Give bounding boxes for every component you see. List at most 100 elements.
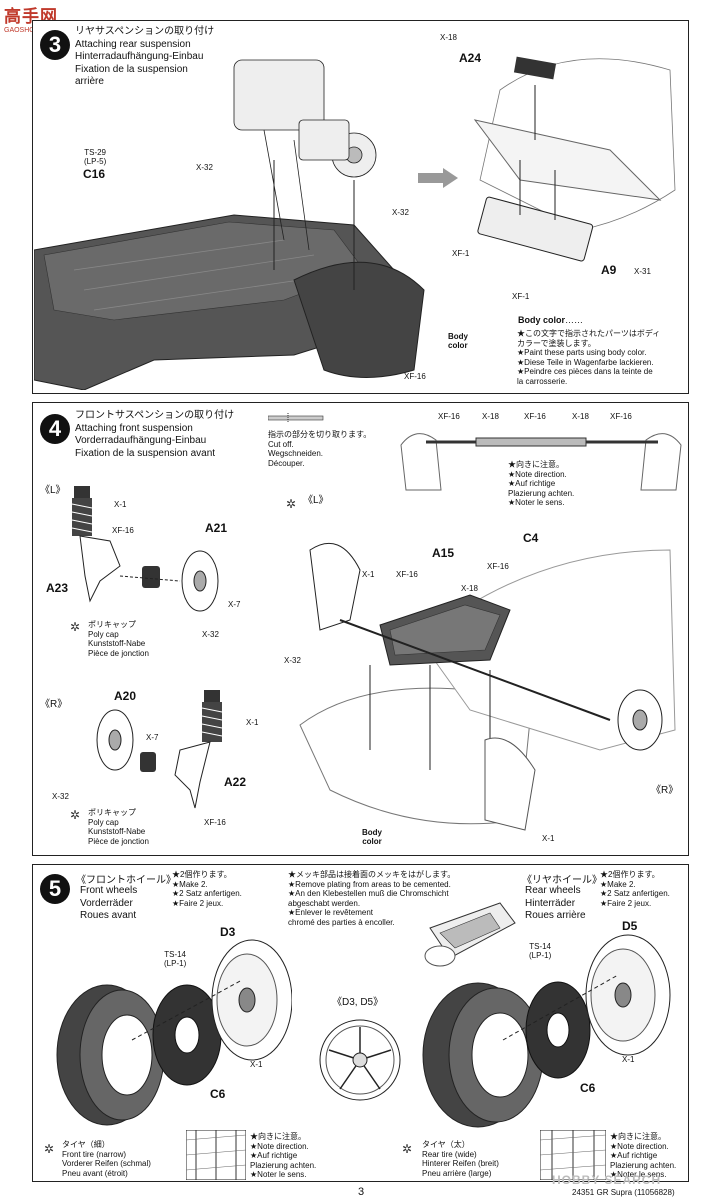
body-color-dots: …… — [565, 315, 584, 325]
front-chassis-drawing — [299, 542, 676, 831]
s4-xf16a: XF-16 — [112, 526, 134, 535]
s3-a24: A24 — [459, 51, 482, 65]
s5-x1a: X-1 — [250, 1060, 263, 1069]
front-wheel-drawing — [56, 939, 292, 1126]
cut-text: 指示の部分を切り取ります。 Cut off. Wegschneiden. Déc… — [268, 430, 372, 468]
s4-c4: C4 — [523, 531, 539, 545]
s5-x1b: X-1 — [622, 1055, 635, 1064]
tire-gear-icon-front: ✲ — [44, 1142, 55, 1156]
s4-x7b: X-7 — [146, 733, 159, 742]
footer-code: 24351 GR Supra (11056828) — [572, 1188, 675, 1197]
s3-xf16: XF-16 — [404, 372, 426, 381]
body-color-title: Body color — [518, 315, 566, 325]
s5-d3d5: 《D3, D5》 — [332, 997, 384, 1008]
s4-x1b: X-1 — [246, 718, 259, 727]
rear-make: ★2個作ります。 ★Make 2. ★2 Satz anfertigen. ★F… — [600, 870, 670, 908]
rear-tread-drawing — [540, 1130, 606, 1180]
s5-c6b: C6 — [580, 1081, 596, 1095]
s4-a15: A15 — [432, 546, 455, 560]
front-dir-text: ★向きに注意。 ★Note direction. ★Auf richtige P… — [250, 1132, 317, 1179]
tie-rod-drawing — [400, 433, 682, 491]
rear-chassis-drawing — [34, 59, 425, 390]
s4-x32a: X-32 — [202, 630, 219, 639]
step-4-title: フロントサスペンションの取り付け Attaching front suspens… — [75, 410, 235, 459]
body-color-text: ★この文字で指示されたパーツはボディ カラーで塗装します。 ★Paint the… — [517, 329, 661, 386]
tie-label-1: X-18 — [482, 412, 499, 421]
s3-x31: X-31 — [634, 267, 651, 276]
s4-a23: A23 — [46, 581, 69, 595]
page-number: 3 — [358, 1186, 365, 1198]
polycap-text-right: ポリキャップ Poly cap Kunststoff-Nabe Pièce de… — [88, 808, 149, 846]
s4-x1a: X-1 — [114, 500, 127, 509]
gear-icon-center: ✲ — [286, 497, 297, 511]
s3-x32a: X-32 — [196, 163, 213, 172]
s5-d3: D3 — [220, 925, 236, 939]
tie-label-3: X-18 — [572, 412, 589, 421]
rear-tire-text: タイヤ（太） Rear tire (wide) Hinterer Reifen … — [422, 1140, 499, 1178]
watermark-logo-sub: GAOSHOU.COM — [4, 27, 58, 34]
plating-inset-drawing — [424, 902, 516, 967]
s3-body: Body color — [448, 332, 468, 350]
tire-gear-icon-rear: ✲ — [402, 1142, 413, 1156]
s3-x32b: X-32 — [392, 208, 409, 217]
step-3-title: リヤサスペンションの取り付け Attaching rear suspension… — [75, 26, 215, 87]
step-4-number: 4 — [40, 414, 70, 444]
footer-code-number: 24351 — [572, 1188, 595, 1197]
body-color-title-row: Body color…… — [518, 315, 583, 325]
s5-c6a: C6 — [210, 1087, 226, 1101]
s4-left-tag: 《L》 — [40, 485, 66, 496]
s4-xf16d: XF-16 — [487, 562, 509, 571]
s4-right-tag: 《R》 — [40, 699, 68, 710]
s5-d5: D5 — [622, 919, 638, 933]
front-wheels-sub: Front wheels Vorderräder Roues avant — [80, 885, 138, 921]
front-left-suspension-drawing — [71, 486, 219, 612]
s4-a20: A20 — [114, 689, 137, 703]
polycap-text-left: ポリキャップ Poly cap Kunststoff-Nabe Pièce de… — [88, 620, 149, 658]
footer-model: GR Supra (11056828) — [596, 1188, 675, 1197]
step3-arrow — [418, 168, 458, 188]
s3-a9: A9 — [601, 263, 617, 277]
gear-icon-right: ✲ — [70, 808, 81, 822]
s3-x18: X-18 — [440, 33, 457, 42]
s3-xf1a: XF-1 — [452, 249, 470, 258]
s4-l2: 《L》 — [303, 495, 329, 506]
cut-tool-icon — [268, 413, 324, 423]
s4-x7a: X-7 — [228, 600, 241, 609]
rear-wheel-drawing — [422, 934, 671, 1128]
s4-direction-text: ★向きに注意。 ★Note direction. ★Auf richtige P… — [508, 460, 575, 507]
tie-label-0: XF-16 — [438, 412, 460, 421]
gear-icon-left: ✲ — [70, 620, 81, 634]
s4-a21: A21 — [205, 521, 228, 535]
s4-a22: A22 — [224, 775, 247, 789]
front-make: ★2個作ります。 ★Make 2. ★2 Satz anfertigen. ★F… — [172, 870, 242, 908]
rear-wheels-sub: Rear wheels Hinterräder Roues arrière — [525, 885, 586, 921]
s4-x1c: X-1 — [362, 570, 375, 579]
s4-x32b: X-32 — [52, 792, 69, 801]
s5-ts14b: TS-14 (LP-1) — [529, 942, 552, 960]
tie-label-2: XF-16 — [524, 412, 546, 421]
s3-ts29: TS-29 (LP-5) — [84, 148, 107, 166]
s4-x32c: X-32 — [284, 656, 301, 665]
s4-xf16c: XF-16 — [396, 570, 418, 579]
hobby-search-logo: HOBBY SEARCH — [552, 1173, 662, 1187]
front-tread-drawing — [186, 1130, 246, 1180]
s4-xf16b: XF-16 — [204, 818, 226, 827]
tie-label-4: XF-16 — [610, 412, 632, 421]
wheel-detail-drawing — [319, 1019, 401, 1101]
rear-dir-text: ★向きに注意。 ★Note direction. ★Auf richtige P… — [610, 1132, 677, 1179]
front-right-suspension-drawing — [96, 690, 223, 809]
front-wheels-title: 《フロントホイール》 — [76, 875, 176, 886]
step-3-number: 3 — [40, 30, 70, 60]
s4-x1d: X-1 — [542, 834, 555, 843]
front-tire-text: タイヤ（細） Front tire (narrow) Vorderer Reif… — [62, 1140, 151, 1178]
rear-wheels-title: 《リヤホイール》 — [522, 875, 602, 886]
s3-xf1b: XF-1 — [512, 292, 530, 301]
s4-r2: 《R》 — [651, 785, 679, 796]
s4-body: Body color — [362, 828, 382, 846]
plating-note: ★メッキ部品は接着面のメッキをはがします。 ★Remove plating fr… — [288, 870, 456, 927]
rear-body-drawing — [473, 56, 676, 262]
s4-x18: X-18 — [461, 584, 478, 593]
s3-c16: C16 — [83, 167, 106, 181]
s5-ts14a: TS-14 (LP-1) — [164, 950, 187, 968]
step-5-number: 5 — [40, 874, 70, 904]
